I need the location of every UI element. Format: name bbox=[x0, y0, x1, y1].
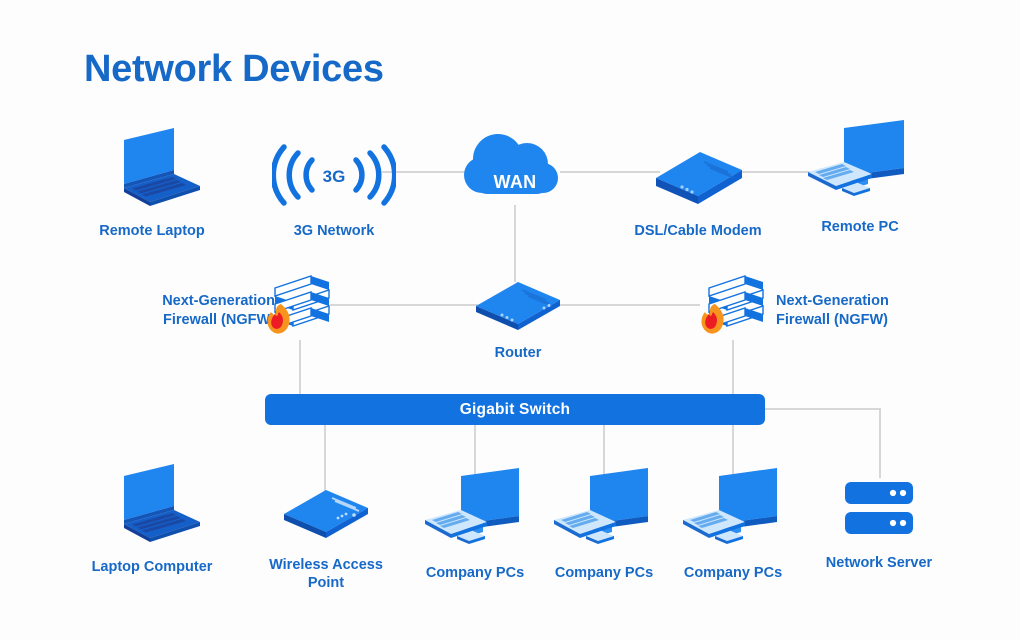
node-laptop-computer[interactable]: Laptop Computer bbox=[72, 462, 232, 576]
node-company-pc-2[interactable]: Company PCs bbox=[541, 466, 667, 582]
node-network-server[interactable]: Network Server bbox=[812, 472, 946, 572]
node-company-pc-1[interactable]: Company PCs bbox=[412, 466, 538, 582]
node-label: Remote PC bbox=[821, 219, 899, 235]
node-company-pc-3[interactable]: Company PCs bbox=[670, 466, 796, 582]
firewall-icon bbox=[695, 268, 773, 344]
node-remote-laptop[interactable]: Remote Laptop bbox=[72, 126, 232, 240]
ngfw-right-label: Next-Generation Firewall (NGFW) bbox=[776, 293, 889, 328]
node-ngfw-left[interactable] bbox=[260, 268, 340, 344]
node-label: Wireless Access Point bbox=[269, 557, 383, 592]
3g-badge-text: 3G bbox=[323, 167, 346, 186]
node-label: Network Server bbox=[825, 555, 933, 571]
wan-label: WAN bbox=[493, 172, 537, 192]
node-label: DSL/Cable Modem bbox=[634, 223, 762, 239]
page-title: Network Devices bbox=[84, 48, 384, 90]
node-wireless-access-point[interactable]: Wireless Access Point bbox=[255, 478, 397, 592]
node-label: 3G Network bbox=[293, 223, 375, 239]
node-3g-network[interactable]: 3G 3G Network bbox=[264, 126, 404, 240]
flame-glyph bbox=[267, 304, 290, 334]
desktop-pc-icon bbox=[800, 118, 920, 208]
switch-label: Gigabit Switch bbox=[459, 400, 571, 418]
cloud-icon: WAN bbox=[455, 126, 575, 208]
firewall-icon bbox=[261, 268, 339, 344]
node-label: Remote Laptop bbox=[99, 223, 205, 239]
router-icon bbox=[468, 272, 568, 334]
flame-glyph bbox=[701, 304, 724, 334]
node-dsl-cable-modem[interactable]: DSL/Cable Modem bbox=[620, 126, 776, 240]
node-label: Router bbox=[494, 345, 542, 361]
access-point-icon bbox=[276, 478, 376, 542]
desktop-pc-icon bbox=[675, 466, 791, 554]
node-label: Company PCs bbox=[554, 565, 654, 581]
node-ngfw-right[interactable] bbox=[694, 268, 774, 344]
node-label: Laptop Computer bbox=[91, 559, 213, 575]
node-wan[interactable]: WAN bbox=[455, 126, 575, 208]
ngfw-left-label: Next-Generation Firewall (NGFW) bbox=[162, 293, 275, 328]
node-remote-pc[interactable]: Remote PC bbox=[790, 118, 930, 236]
laptop-icon bbox=[96, 462, 208, 544]
desktop-pc-icon bbox=[417, 466, 533, 554]
node-gigabit-switch[interactable]: Gigabit Switch bbox=[265, 394, 765, 425]
modem-icon bbox=[648, 126, 748, 208]
node-label: Company PCs bbox=[683, 565, 783, 581]
server-icon bbox=[841, 472, 917, 542]
signal-3g-icon: 3G bbox=[272, 126, 396, 208]
node-router[interactable]: Router bbox=[458, 272, 578, 362]
desktop-pc-icon bbox=[546, 466, 662, 554]
laptop-icon bbox=[96, 126, 208, 208]
node-label: Company PCs bbox=[425, 565, 525, 581]
